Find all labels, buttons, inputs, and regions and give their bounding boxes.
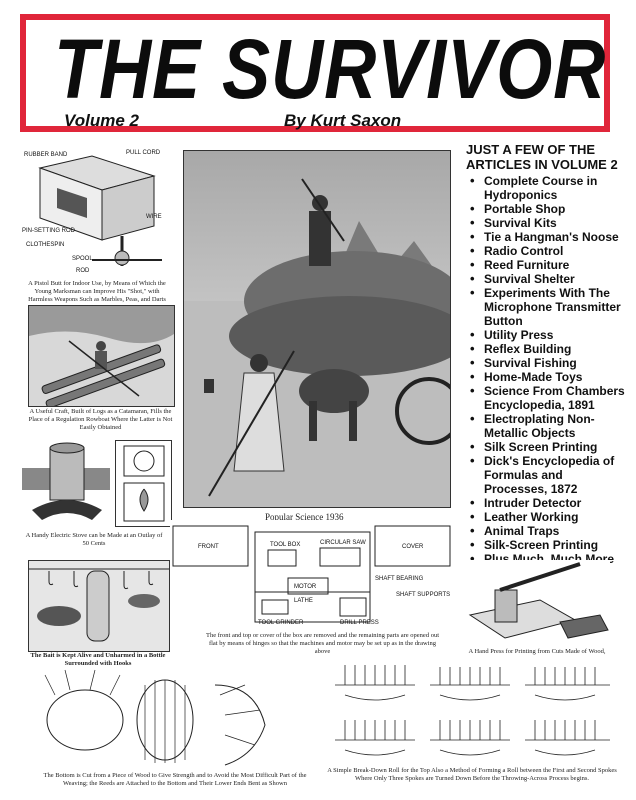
reed-roll-figures [330,655,615,765]
bait-bottle-drawing [29,568,169,642]
article-item: Leather Working [470,510,628,524]
bait-bottle-caption: The Bait is Kept Alive and Unharmed in a… [30,652,166,667]
stove-illustration [22,440,110,528]
article-item: Complete Course in Hydroponics [470,174,628,202]
shop-label-shaft-bearing: SHAFT BEARING [375,576,424,582]
label-wire: WIRE [146,214,162,220]
shop-label-lathe: LATHE [294,598,313,604]
article-item: Tie a Hangman's Noose [470,230,628,244]
volume-label: Volume 2 [64,111,139,130]
heading-line-2: ARTICLES IN VOLUME 2 [466,157,618,172]
shop-label-cover: COVER [402,544,424,550]
article-item: Reed Furniture [470,258,628,272]
portable-shop-drawing: FRONT COVER TOOL BOX CIRCULAR SAW SHAFT … [172,525,451,626]
magazine-title: THE SURVIVOR [54,22,607,116]
stove-caption: A Handy Electric Stove can be Made at an… [25,532,163,547]
stove-detail-drawing [123,445,165,522]
shop-label-tool-grinder: TOOL GRINDER [258,620,304,626]
stove-detail-illustration [115,440,172,527]
hand-press-illustration [460,560,610,645]
article-item: Dick's Encyclopedia of Formulas and Proc… [470,454,628,496]
hay-farm-illustration [183,150,451,508]
article-item: Radio Control [470,244,628,258]
bait-bottle-illustration [28,560,170,652]
article-item: Intruder Detector [470,496,628,510]
label-pin-setting-rod: PIN-SETTING ROD [22,228,76,234]
article-list-heading: JUST A FEW OF THE ARTICLES IN VOLUME 2 [466,142,628,172]
shop-label-shaft-supports: SHAFT SUPPORTS [396,592,450,598]
article-item: Home-Made Toys [470,370,628,384]
popular-science-caption: Popular Science 1936 [265,512,344,522]
article-item: Survival Kits [470,216,628,230]
heading-line-1: JUST A FEW OF THE [466,142,596,157]
reed-roll-drawing [335,665,610,756]
label-spool: SPOOL [72,256,93,262]
reed-roll-caption: A Simple Break-Down Roll for the Top Als… [327,767,617,782]
shop-label-toolbox: TOOL BOX [270,542,300,548]
shop-label-drill-press: DRILL PRESS [340,620,379,626]
reed-basket-caption: The Bottom is Cut from a Piece of Wood t… [43,772,307,787]
raft-caption: A Useful Craft, Built of Logs as a Catam… [28,408,173,431]
article-item: Survival Shelter [470,272,628,286]
article-item: Utility Press [470,328,628,342]
label-rubber-band: RUBBER BAND [24,152,68,158]
article-items: Complete Course in HydroponicsPortable S… [466,174,628,566]
article-list: JUST A FEW OF THE ARTICLES IN VOLUME 2 C… [466,142,628,566]
article-item: Reflex Building [470,342,628,356]
label-pull-cord: PULL CORD [126,150,161,156]
stove-drawing [22,442,110,520]
hay-farm-drawing [184,151,450,507]
label-clothespin: CLOTHESPIN [26,242,64,248]
portable-shop-diagram: FRONT COVER TOOL BOX CIRCULAR SAW SHAFT … [170,520,455,630]
article-item: Silk Screen Printing [470,440,628,454]
shop-label-motor: MOTOR [294,584,317,590]
shop-label-front: FRONT [198,544,219,550]
article-item: Electroplating Non-Metallic Objects [470,412,628,440]
reed-basket-illustration [35,665,285,770]
reed-basket-drawing [44,669,266,766]
pistol-butt-illustration: RUBBER BAND PULL CORD WIRE PIN-SETTING R… [22,148,172,278]
raft-drawing [29,306,174,406]
hand-press-drawing [468,562,609,639]
article-item: Animal Traps [470,524,628,538]
author-byline: By Kurt Saxon [284,111,402,130]
article-item: Survival Fishing [470,356,628,370]
title-banner: THE SURVIVOR Volume 2 By Kurt Saxon [20,14,610,132]
article-item: Science From Chambers Encyclopedia, 1891 [470,384,628,412]
label-rod: ROD [76,268,90,274]
pistol-butt-caption: A Pistol Butt for Indoor Use, by Means o… [28,280,166,303]
portable-shop-caption: The front and top or cover of the box ar… [205,632,439,655]
raft-illustration [28,305,175,407]
shop-label-circular-saw: CIRCULAR SAW [320,540,366,546]
pistol-butt-drawing: RUBBER BAND PULL CORD WIRE PIN-SETTING R… [22,150,162,274]
article-item: Silk-Screen Printing [470,538,628,552]
article-item: Experiments With The Microphone Transmit… [470,286,628,328]
article-item: Portable Shop [470,202,628,216]
